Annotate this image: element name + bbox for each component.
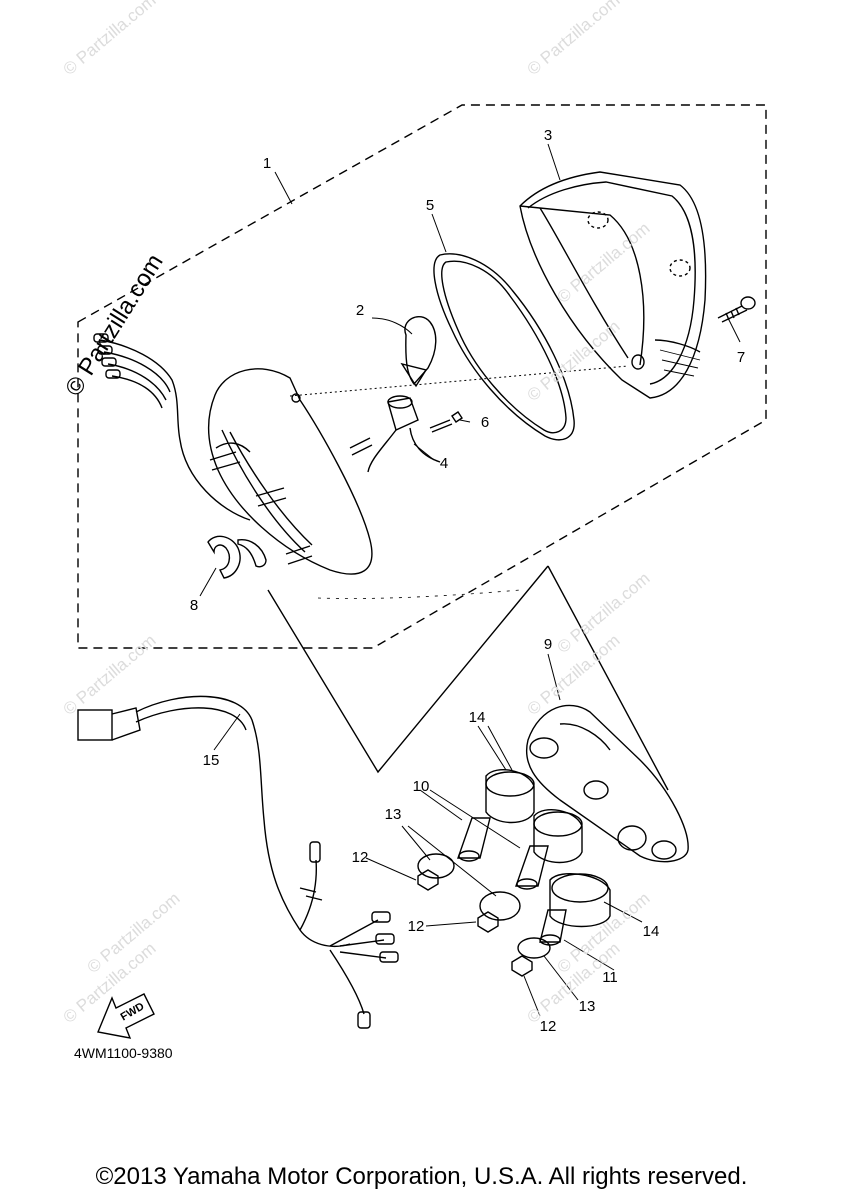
copyright-notice: ©2013 Yamaha Motor Corporation, U.S.A. A… bbox=[95, 1163, 748, 1190]
callout: 6 bbox=[480, 414, 490, 431]
part-2-bulb bbox=[400, 316, 437, 388]
callout: 10 bbox=[412, 778, 430, 795]
part-5-gasket bbox=[433, 253, 575, 441]
callout: 9 bbox=[543, 636, 553, 653]
callout: 1 bbox=[262, 155, 272, 172]
fwd-arrow bbox=[97, 993, 155, 1039]
callout: 12 bbox=[351, 849, 369, 866]
part-11-collar bbox=[539, 909, 567, 943]
diagram-code: 4WM1100-9380 bbox=[74, 1045, 173, 1061]
callout: 14 bbox=[468, 709, 486, 726]
callout: 8 bbox=[189, 597, 199, 614]
bracket-outline bbox=[267, 565, 549, 774]
part-4-socket bbox=[349, 395, 441, 473]
callout: 5 bbox=[425, 197, 435, 214]
housing-body bbox=[207, 368, 373, 575]
callout: 13 bbox=[578, 998, 596, 1015]
callout: 2 bbox=[355, 302, 365, 319]
part-6-screw bbox=[429, 411, 463, 433]
part-14-rubbers bbox=[485, 769, 647, 928]
callout: 13 bbox=[384, 806, 402, 823]
callout: 4 bbox=[439, 455, 449, 472]
part-9-bracket bbox=[526, 704, 689, 863]
part-10-collars bbox=[457, 817, 549, 890]
callout: 14 bbox=[642, 923, 660, 940]
callout: 15 bbox=[202, 752, 220, 769]
part-7-screw bbox=[717, 296, 756, 323]
part-8-grommet bbox=[207, 535, 241, 579]
callout: 11 bbox=[602, 969, 618, 986]
part-13-washer bbox=[417, 853, 455, 879]
callout: 3 bbox=[543, 127, 553, 144]
part-3-lens bbox=[519, 171, 707, 399]
callout: 7 bbox=[736, 349, 746, 366]
assembly-boundary bbox=[77, 104, 767, 649]
callout: 12 bbox=[407, 918, 425, 935]
callout: 12 bbox=[539, 1018, 557, 1035]
part-12-nut bbox=[417, 869, 439, 891]
part-15-harness bbox=[77, 695, 399, 1029]
housing-wires bbox=[93, 333, 251, 521]
